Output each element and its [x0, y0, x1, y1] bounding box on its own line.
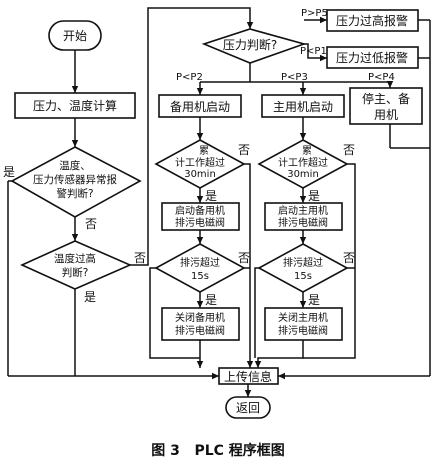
p-lt-p4-label: P<P4: [368, 72, 395, 83]
pressure-judge-label: 压力判断?: [223, 37, 277, 52]
alarm-low-box: 压力过低报警: [326, 46, 419, 69]
main-drain-no-label: 否: [343, 251, 355, 265]
main-time-label-line3: 30min: [287, 169, 319, 180]
main-time-label-line2: 计工作超过: [278, 156, 328, 169]
standby-valve-open-label-line1: 启动备用机: [175, 204, 225, 217]
standby-valve-open-label-line2: 排污电磁阀: [175, 216, 225, 229]
sensor-check-label-line2: 压力传感器异常报: [33, 173, 117, 186]
main-valve-open-box: 启动主用机 排污电磁阀: [264, 202, 343, 231]
arrow-standby-time-no-to-upload: [244, 163, 254, 368]
sensor-check-label-line3: 警判断?: [56, 187, 93, 200]
temp-high-no-label: 否: [134, 251, 146, 265]
main-start-label: 主用机启动: [273, 100, 333, 114]
standby-drain-label-line2: 15s: [191, 271, 209, 282]
main-drain-decision: 排污超过 15s: [257, 243, 349, 293]
main-valve-open-label-line1: 启动主用机: [278, 204, 328, 217]
standby-time-no-label: 否: [238, 143, 250, 157]
standby-valve-close-box: 关闭备用机 排污电磁阀: [161, 307, 240, 341]
return-label: 返回: [236, 401, 260, 415]
pressure-judge-decision: 压力判断?: [201, 28, 307, 64]
main-start-box: 主用机启动: [261, 94, 345, 118]
figure-caption: 图 3 PLC 程序框图: [151, 442, 285, 459]
standby-time-label-line2: 计工作超过: [175, 156, 225, 169]
standby-drain-no-label: 否: [238, 251, 250, 265]
p-lt-p2-label: P<P2: [176, 72, 203, 83]
standby-drain-decision: 排污超过 15s: [154, 243, 246, 293]
connector-lines: [7, 7, 431, 397]
temp-high-decision: 温度过高 判断?: [20, 240, 133, 290]
calc-process-box: 压力、温度计算: [14, 92, 136, 119]
main-valve-open-label-line2: 排污电磁阀: [278, 216, 328, 229]
main-time-label-line1: 累: [302, 145, 312, 157]
standby-time-yes-label: 是: [205, 189, 217, 203]
alarm-low-label: 压力过低报警: [336, 50, 408, 65]
p-gt-p5-label: P>P5: [301, 8, 328, 19]
temp-high-label-line2: 判断?: [62, 266, 89, 279]
arrow-temp-no-to-pressure-judge: [130, 7, 254, 266]
main-time-decision: 累 计工作超过 30min: [257, 139, 349, 189]
main-drain-label-line1: 排污超过: [283, 256, 323, 269]
temp-high-yes-label: 是: [84, 290, 96, 304]
sensor-check-label-line1: 温度、: [59, 159, 91, 172]
standby-start-box: 备用机启动: [158, 94, 242, 118]
main-valve-close-box: 关闭主用机 排污电磁阀: [264, 307, 343, 341]
standby-drain-yes-label: 是: [205, 293, 217, 307]
main-drain-label-line2: 15s: [294, 271, 312, 282]
sensor-check-decision: 温度、 压力传感器异常报 警判断?: [10, 146, 142, 218]
sensor-check-no-label: 否: [85, 217, 97, 231]
p-lt-p3-label: P<P3: [281, 72, 308, 83]
line-main-drain-loop: [254, 267, 263, 358]
upload-info-label: 上传信息: [224, 369, 272, 384]
start-label: 开始: [63, 29, 87, 43]
standby-valve-open-box: 启动备用机 排污电磁阀: [161, 202, 240, 231]
upload-info-box: 上传信息: [218, 367, 279, 385]
standby-start-label: 备用机启动: [170, 100, 230, 114]
standby-valve-close-label-line1: 关闭备用机: [175, 311, 225, 324]
standby-valve-close-label-line2: 排污电磁阀: [175, 324, 225, 337]
standby-time-label-line1: 累: [199, 145, 209, 157]
alarm-high-box: 压力过高报警: [326, 9, 419, 32]
arrow-main-close-to-upload: [254, 340, 304, 368]
return-node: 返回: [225, 396, 271, 419]
main-time-no-label: 否: [343, 143, 355, 157]
stop-main-standby-box: 停主、备 用机: [349, 87, 423, 125]
p-lt-p1-label: P<P1: [300, 46, 327, 57]
line-main-time-no: [303, 163, 356, 359]
start-node: 开始: [48, 20, 102, 51]
temp-high-label-line1: 温度过高: [54, 252, 96, 265]
alarm-high-label: 压力过高报警: [336, 13, 408, 28]
main-valve-close-label-line1: 关闭主用机: [278, 311, 328, 324]
main-drain-yes-label: 是: [308, 293, 320, 307]
stop-main-label-line2: 用机: [374, 108, 398, 122]
standby-time-label-line3: 30min: [184, 169, 216, 180]
stop-main-label-line1: 停主、备: [362, 91, 410, 106]
main-time-yes-label: 是: [308, 189, 320, 203]
calc-label: 压力、温度计算: [33, 98, 117, 113]
main-valve-close-label-line2: 排污电磁阀: [278, 324, 328, 337]
sensor-check-yes-label: 是: [3, 165, 15, 179]
standby-drain-label-line1: 排污超过: [180, 256, 220, 269]
standby-time-decision: 累 计工作超过 30min: [154, 139, 246, 189]
